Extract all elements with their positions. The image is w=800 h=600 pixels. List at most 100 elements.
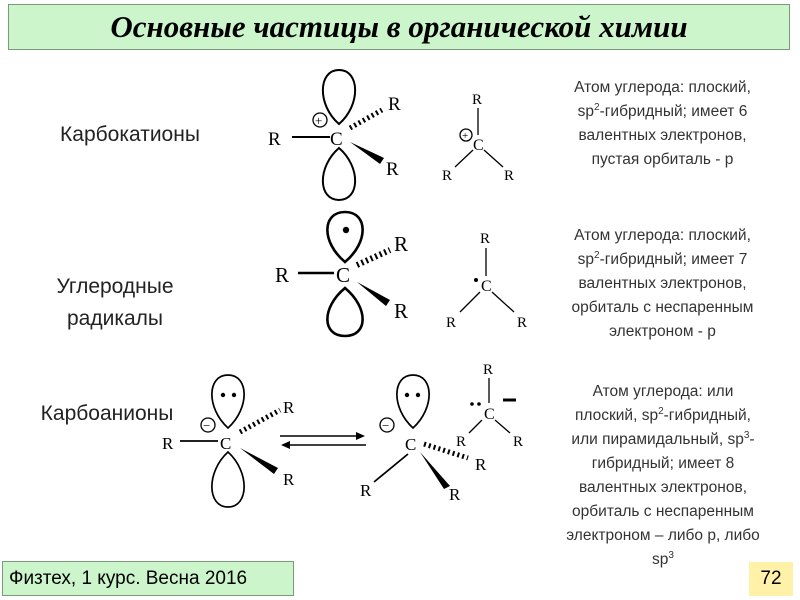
label-radicals-line2: радикалы [66, 307, 164, 330]
p-orbital-upper [211, 374, 245, 430]
slide-number-text: 72 [760, 568, 782, 589]
desc-line: валентных электронов, [578, 479, 747, 496]
carbanion-pyramidal-3d [373, 374, 469, 489]
bond-r-down [373, 453, 409, 483]
label-carbanions: Карбоанионы [22, 398, 192, 430]
atom-r: R [483, 362, 493, 378]
atom-c: C [220, 434, 231, 453]
p-orbital-upper [321, 68, 357, 126]
desc-line: sp2-гибридный; имеет 7 [577, 249, 748, 268]
desc-line: или пирамидальный, sp3- [571, 429, 755, 448]
atom-c: C [484, 406, 495, 423]
p-orbital-lower [321, 146, 357, 202]
desc-line: орбиталь с неспаренным [571, 299, 754, 316]
charge-circle [312, 112, 328, 128]
desc-line: плоский, sp2-гибридный, [575, 405, 751, 424]
desc-carbocations: Атом углерода: плоский, sp2-гибридный; и… [540, 76, 785, 172]
plus-sign: + [315, 113, 322, 128]
desc-line: валентных электронов, [578, 275, 747, 292]
atom-r: R [394, 299, 408, 323]
plus-sign: + [462, 130, 468, 142]
desc-line: валентных электронов, [578, 127, 747, 144]
radical-flat [459, 248, 515, 313]
desc-line: орбиталь с неспаренным [572, 503, 754, 520]
label-carbocations: Карбокатионы [40, 119, 220, 151]
atom-r: R [162, 434, 174, 453]
slide-number: 72 [749, 562, 793, 596]
hashed-bond [355, 247, 392, 268]
hashed-bond [238, 407, 282, 435]
charge-circle [459, 128, 473, 142]
atom-c: C [330, 129, 343, 150]
minus-sign: − [203, 418, 210, 433]
p-orbital-lower [326, 286, 364, 338]
atom-r: R [442, 168, 452, 184]
carbocation-3d [292, 68, 384, 202]
desc-line: пустая орбиталь - p [591, 151, 734, 168]
desc-carbanions: Атом углерода: или плоский, sp2-гибридны… [532, 380, 794, 572]
radical-dot [342, 226, 350, 234]
atom-r: R [275, 263, 289, 287]
wedge-bond [420, 452, 450, 489]
atom-r: R [283, 470, 295, 489]
atom-c: C [481, 278, 492, 295]
desc-line: Атом углерода: плоский, [574, 79, 751, 96]
label-carbanions-text: Карбоанионы [40, 402, 174, 425]
desc-line: Атом углерода: или [592, 383, 734, 400]
lone-pair-dot [415, 392, 421, 398]
atom-r: R [504, 168, 514, 184]
label-radicals: Углеродные радикалы [35, 271, 195, 335]
p-orbital-lower [211, 450, 245, 508]
atom-r: R [360, 481, 372, 500]
desc-line: sp3 [652, 549, 674, 568]
footer-course-text: Физтех, 1 курс. Весна 2016 [9, 567, 248, 589]
title-bar: Основные частицы в органической химии [8, 4, 790, 50]
desc-line: sp2-гибридный; имеет 6 [577, 101, 748, 120]
lone-pair-dot [477, 402, 481, 406]
wedge-bond [240, 448, 278, 474]
atom-c: C [336, 263, 350, 287]
atom-r: R [283, 398, 295, 417]
lone-pair-dot [470, 402, 474, 406]
atom-r: R [449, 485, 461, 504]
atom-r: R [394, 232, 408, 256]
radical-dot [474, 278, 478, 282]
atom-r: R [475, 455, 487, 474]
lone-pair-dot [220, 392, 226, 398]
atom-c: C [405, 435, 416, 454]
atom-r: R [517, 315, 527, 331]
wedge-bond [357, 282, 390, 306]
carbanion-planar-3d [180, 374, 282, 508]
footer-course-label: Физтех, 1 курс. Весна 2016 [2, 561, 294, 596]
atom-r: R [480, 231, 490, 247]
slide-title: Основные частицы в органической химии [110, 9, 688, 44]
lone-pair-dot [231, 392, 237, 398]
hashed-bond [348, 107, 384, 131]
equilibrium-arrows [280, 432, 366, 449]
atom-r: R [472, 92, 482, 108]
atom-r: R [446, 315, 456, 331]
carbanion-flat [468, 378, 511, 434]
atom-c: C [473, 137, 484, 154]
atom-r: R [386, 159, 399, 180]
sp3-orbital-upper [396, 374, 430, 430]
desc-line: Атом углерода: плоский, [574, 227, 751, 244]
desc-radicals: Атом углерода: плоский, sp2-гибридный; и… [540, 224, 785, 344]
carbocation-flat [454, 108, 504, 168]
desc-line: электроном – либо p, либо [566, 527, 760, 544]
minus-sign: − [382, 418, 389, 433]
charge-circle [200, 417, 216, 433]
atom-r: R [268, 129, 281, 150]
label-radicals-line1: Углеродные [56, 275, 174, 298]
atom-r: R [456, 434, 466, 450]
desc-line: электроном - p [609, 323, 716, 340]
wedge-bond [350, 142, 384, 164]
lone-pair-dot [404, 392, 410, 398]
atom-r: R [388, 94, 401, 115]
desc-line: гибридный; имеет 8 [591, 455, 735, 472]
p-orbital-upper [326, 210, 364, 264]
atom-r: R [513, 434, 523, 450]
label-carbocations-text: Карбокатионы [60, 123, 200, 146]
charge-circle [379, 417, 395, 433]
